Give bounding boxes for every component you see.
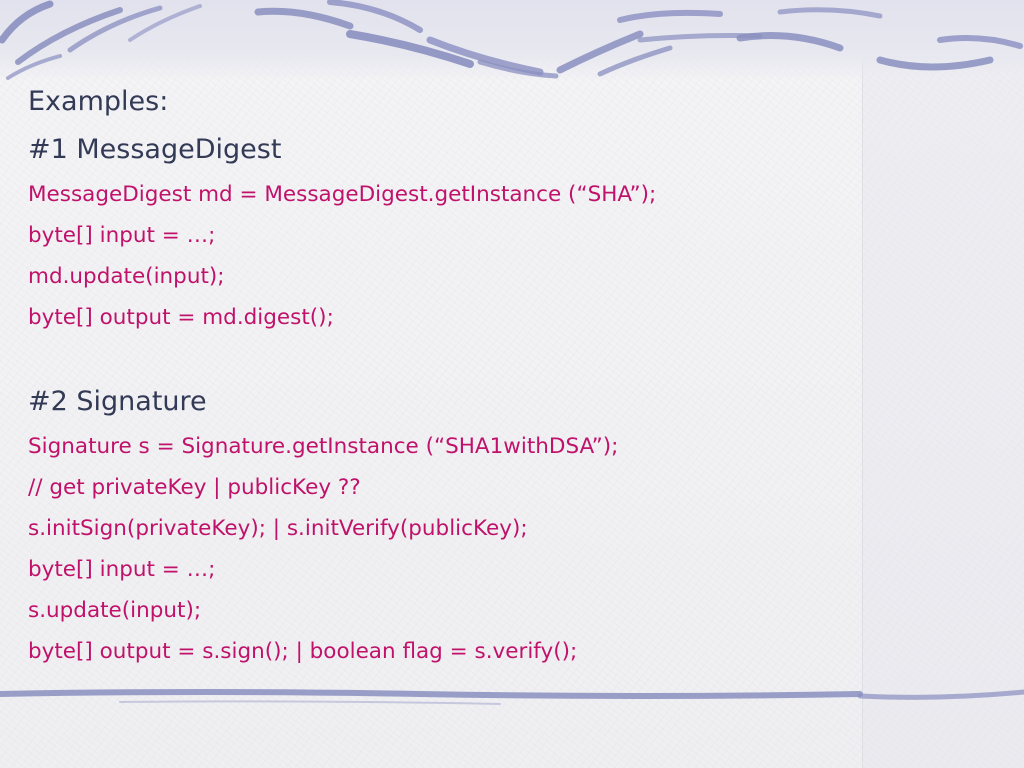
code-line: s.initSign(privateKey); | s.initVerify(p…: [28, 516, 528, 541]
section1-title: #1 MessageDigest: [28, 134, 282, 165]
section2-title: #2 Signature: [28, 386, 207, 417]
slide-content: Examples: #1 MessageDigest MessageDigest…: [28, 78, 848, 672]
bottom-swoosh-3: [119, 700, 501, 705]
code-line: s.update(input);: [28, 598, 202, 623]
bottom-swoosh-1: [0, 689, 863, 699]
top-swoosh-9: [426, 36, 544, 76]
examples-label: Examples:: [28, 86, 169, 117]
top-swoosh-3: [67, 5, 163, 53]
top-swoosh-2: [15, 7, 123, 65]
code-line: byte[] input = …;: [28, 557, 216, 582]
top-swoosh-10: [477, 59, 559, 79]
code-line: byte[] output = s.sign(); | boolean flag…: [28, 639, 578, 664]
top-swoosh-18: [937, 35, 1023, 49]
code-line: MessageDigest md = MessageDigest.getInst…: [28, 182, 657, 207]
top-swoosh-7: [327, 0, 423, 33]
top-swoosh-11: [556, 30, 644, 74]
section-spacer: [28, 338, 848, 378]
top-swoosh-4: [6, 54, 62, 80]
code-line: byte[] output = md.digest();: [28, 305, 334, 330]
top-swoosh-6: [254, 7, 354, 30]
code-line: md.update(input);: [28, 264, 225, 289]
code-line: // get privateKey | publicKey ??: [28, 475, 361, 500]
top-swoosh-8: [346, 30, 474, 68]
top-swoosh-12: [597, 45, 673, 77]
top-swoosh-17: [876, 56, 994, 71]
code-line: byte[] input = …;: [28, 223, 216, 248]
bottom-swoosh-2: [857, 689, 1024, 700]
top-swoosh-1: [0, 0, 54, 44]
code-line: Signature s = Signature.getInstance (“SH…: [28, 434, 619, 459]
top-swoosh-5: [128, 4, 202, 42]
right-side-panel: [862, 0, 1024, 768]
top-swoosh-16: [777, 7, 883, 19]
top-swoosh-15: [736, 32, 844, 52]
top-swoosh-13: [617, 9, 723, 23]
